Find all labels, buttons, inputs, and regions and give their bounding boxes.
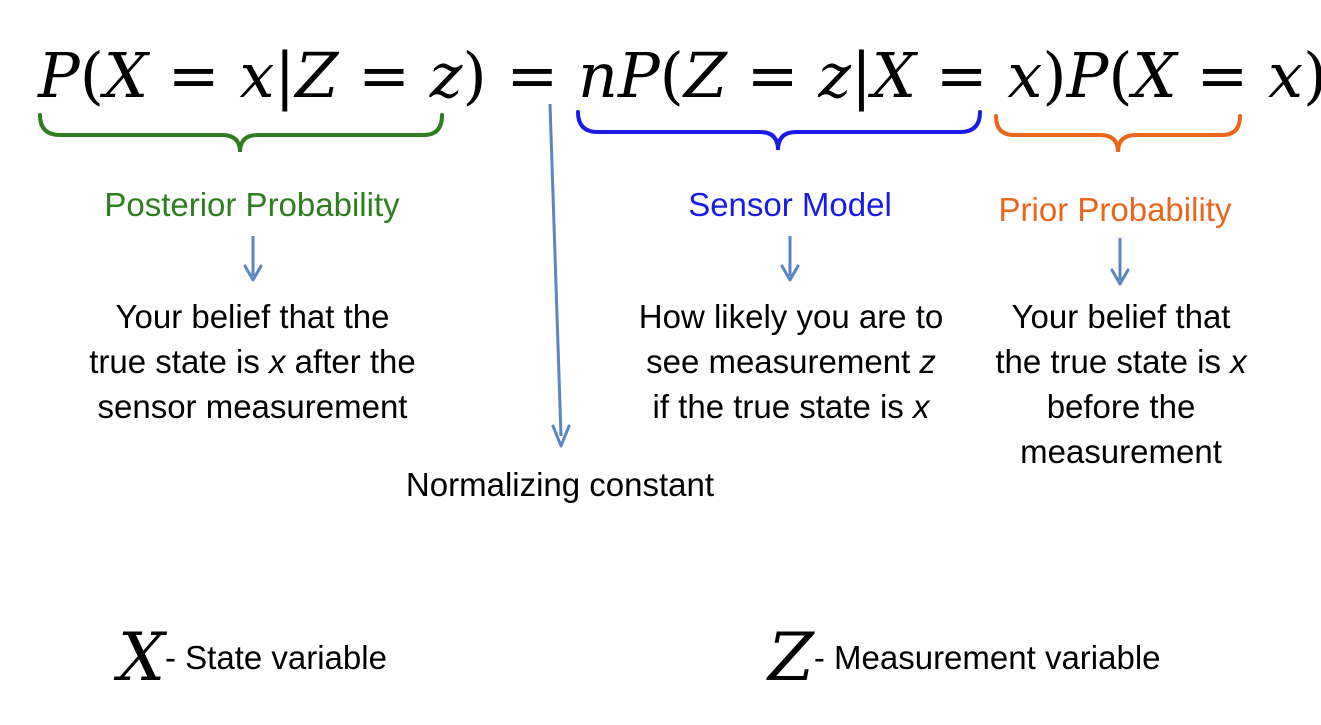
- prior-desc-line2: the true state is x: [995, 343, 1247, 380]
- normalizer-label: Normalizing constant: [405, 466, 715, 503]
- posterior-arrow: [243, 236, 263, 282]
- posterior-label: Posterior Probability: [104, 186, 400, 223]
- eq-lhs-eq1: =: [148, 39, 240, 112]
- eq-equals: =: [486, 39, 579, 112]
- eq-lik-P: P: [617, 39, 660, 112]
- prior-desc-line4: measurement: [1020, 433, 1222, 470]
- eq-lhs-Z: Z: [295, 39, 339, 112]
- eq-prior-open: (: [1108, 39, 1133, 112]
- posterior-desc-line3: sensor measurement: [97, 388, 408, 425]
- posterior-description: Your belief that the true state is x aft…: [40, 294, 465, 429]
- eq-lhs-z: z: [429, 39, 463, 112]
- prior-brace: [994, 114, 1242, 153]
- prior-label: Prior Probability: [998, 191, 1232, 228]
- eq-lhs-open: (: [79, 39, 104, 112]
- eq-lhs-eq2: =: [338, 39, 430, 112]
- eq-lik-close: ): [1042, 39, 1067, 112]
- eq-lhs-P: P: [38, 39, 80, 112]
- posterior-desc-line1: Your belief that the: [115, 298, 390, 335]
- prior-desc-line3: before the: [1046, 388, 1196, 425]
- sensor-desc-line3: if the true state is x: [652, 388, 930, 425]
- eq-prior-X: X: [1132, 39, 1177, 112]
- sensor-description: How likely you are to see measurement z …: [610, 294, 972, 429]
- posterior-desc-line2: true state is x after the: [89, 343, 416, 380]
- eq-lik-eq1: =: [726, 39, 819, 112]
- eq-lik-x: x: [1007, 39, 1043, 112]
- eq-lik-open: (: [659, 39, 684, 112]
- sensor-arrow: [780, 236, 800, 282]
- measurement-variable-symbol: Z: [768, 619, 814, 696]
- eq-lik-eq2: =: [916, 39, 1008, 112]
- eq-n: n: [578, 39, 618, 112]
- eq-prior-close: ): [1303, 39, 1321, 112]
- prior-desc-line1: Your belief that: [1011, 298, 1231, 335]
- measurement-variable-text: - Measurement variable: [813, 639, 1161, 676]
- sensor-desc-line1: How likely you are to: [638, 298, 944, 335]
- eq-lhs-x: x: [239, 39, 275, 112]
- eq-prior-P: P: [1066, 39, 1109, 112]
- eq-lik-X: X: [871, 39, 917, 112]
- eq-lhs-close: ): [462, 39, 487, 112]
- eq-lik-z: z: [818, 39, 852, 112]
- state-variable-legend: X - State variable: [118, 622, 387, 694]
- sensor-brace: [576, 110, 982, 151]
- sensor-label: Sensor Model: [688, 186, 892, 223]
- measurement-variable-legend: Z - Measurement variable: [768, 622, 1161, 694]
- state-variable-symbol: X: [118, 619, 165, 696]
- prior-description: Your belief that the true state is x bef…: [972, 294, 1270, 474]
- eq-prior-x: x: [1268, 39, 1303, 112]
- normalizer-arrow: [548, 103, 571, 448]
- prior-arrow: [1110, 238, 1130, 286]
- posterior-brace: [38, 113, 444, 153]
- eq-lik-Z: Z: [683, 39, 727, 112]
- eq-lhs-X: X: [103, 39, 149, 112]
- state-variable-text: - State variable: [165, 639, 387, 676]
- bayes-equation: P(X = x|Z = z) = nP(Z = z|X = x)P(X = x): [38, 36, 1321, 116]
- eq-lhs-bar: |: [274, 39, 296, 112]
- eq-lik-bar: |: [851, 39, 872, 112]
- eq-prior-eq: =: [1176, 39, 1269, 112]
- sensor-desc-line2: see measurement z: [646, 343, 936, 380]
